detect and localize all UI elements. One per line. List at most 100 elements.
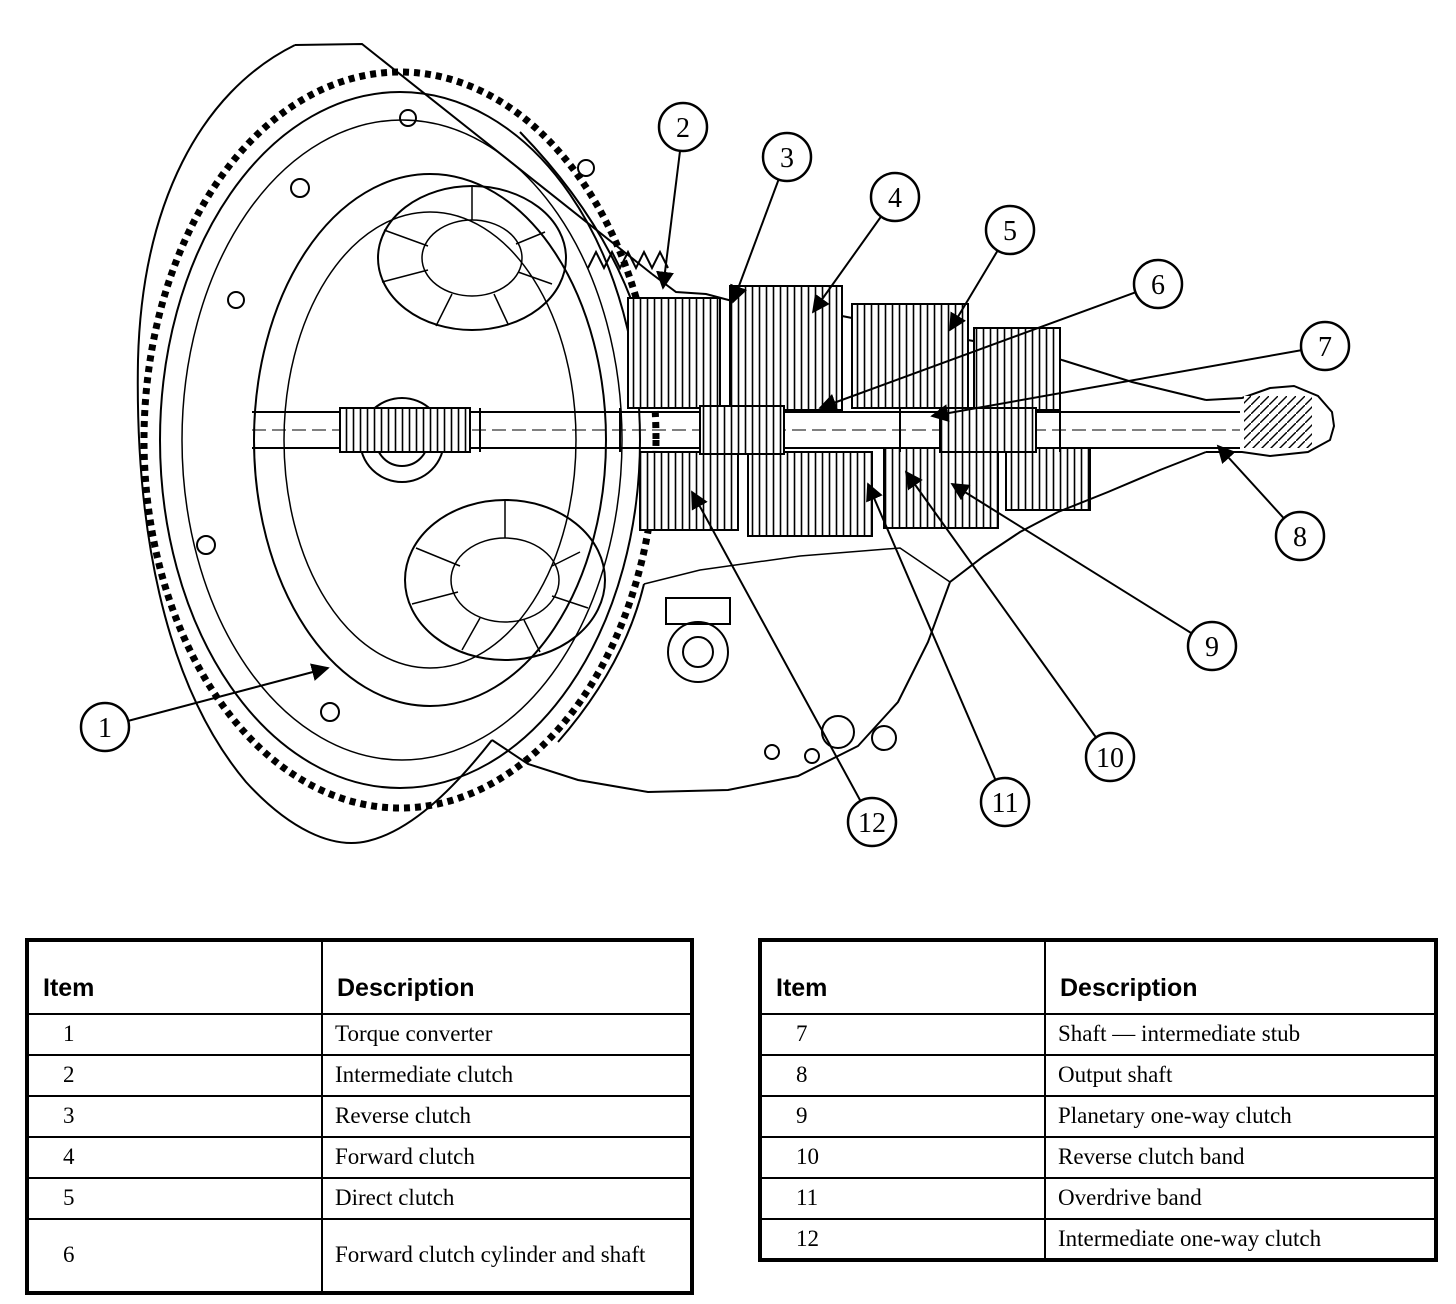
callout-circle <box>979 776 1031 828</box>
clutch-pack <box>729 285 843 411</box>
case-plug <box>871 725 897 751</box>
item-cell: 2 <box>26 1054 323 1097</box>
spline-section <box>339 407 471 453</box>
column-header-description: Description <box>321 939 693 1015</box>
callout-number: 5 <box>1003 216 1017 247</box>
description-cell: Intermediate one-way clutch <box>1044 1218 1437 1261</box>
callouts: 1 2 3 4 5 6 7 <box>79 101 1351 848</box>
header-row: Item Description <box>759 939 1437 1015</box>
table-row: 10 Reverse clutch band <box>759 1136 1437 1179</box>
callout-number: 12 <box>858 808 886 839</box>
item-cell: 7 <box>759 1013 1046 1056</box>
clutch-pack <box>627 297 721 409</box>
callout-number: 4 <box>888 183 902 214</box>
description-cell: Shaft — intermediate stub <box>1044 1013 1437 1056</box>
description-cell: Output shaft <box>1044 1054 1437 1097</box>
bolt-head <box>577 159 595 177</box>
callout-7: 7 <box>930 320 1351 423</box>
item-cell: 8 <box>759 1054 1046 1097</box>
callout-10: 10 <box>904 470 1136 783</box>
item-cell: 12 <box>759 1218 1046 1261</box>
table-row: 9 Planetary one-way clutch <box>759 1095 1437 1138</box>
servo-cover <box>667 621 729 683</box>
item-cell: 5 <box>26 1177 323 1220</box>
description-cell: Reverse clutch <box>321 1095 693 1138</box>
transmission-diagram: 1 2 3 4 5 6 7 <box>79 42 1351 848</box>
callout-9: 9 <box>950 483 1238 672</box>
bolt-head <box>290 178 310 198</box>
bolt-head <box>320 702 340 722</box>
table-row: 2 Intermediate clutch <box>26 1054 693 1097</box>
output-shaft <box>1057 359 1336 513</box>
callout-11: 11 <box>866 482 1031 828</box>
callout-5: 5 <box>949 204 1036 332</box>
case-plug <box>821 715 855 749</box>
parts-tables: Item Description 1 Torque converter 2 In… <box>0 938 1456 1295</box>
description-cell: Intermediate clutch <box>321 1054 693 1097</box>
callout-2: 2 <box>656 101 709 290</box>
callout-number: 7 <box>1318 332 1332 363</box>
ring-gear <box>140 68 660 812</box>
table-row: 4 Forward clutch <box>26 1136 693 1179</box>
table-row: 6 Forward clutch cylinder and shaft <box>26 1218 693 1294</box>
callout-circle <box>1132 258 1184 310</box>
table-row: 8 Output shaft <box>759 1054 1437 1097</box>
item-cell: 9 <box>759 1095 1046 1138</box>
callout-number: 10 <box>1096 743 1124 774</box>
clutch-pack <box>639 451 739 531</box>
table-row: 5 Direct clutch <box>26 1177 693 1220</box>
torque-converter <box>140 68 660 812</box>
figure: 1 2 3 4 5 6 7 <box>79 42 1351 848</box>
main-shaft <box>252 405 1240 455</box>
bolt-head <box>764 744 780 760</box>
item-cell: 11 <box>759 1177 1046 1220</box>
item-cell: 10 <box>759 1136 1046 1179</box>
output-spline <box>1244 396 1312 448</box>
spline-section <box>699 405 785 455</box>
callout-circle <box>1299 320 1351 372</box>
clutch-pack <box>883 447 999 529</box>
callout-6: 6 <box>818 258 1184 411</box>
table-row: 12 Intermediate one-way clutch <box>759 1218 1437 1261</box>
callout-number: 6 <box>1151 270 1165 301</box>
item-cell: 1 <box>26 1013 323 1056</box>
bolt-head <box>196 535 216 555</box>
callout-circle <box>79 701 131 753</box>
spline-section <box>939 407 1037 453</box>
item-cell: 3 <box>26 1095 323 1138</box>
parts-table-left: Item Description 1 Torque converter 2 In… <box>25 938 694 1295</box>
callout-circle <box>761 131 813 183</box>
callout-1: 1 <box>79 663 330 753</box>
callout-circle <box>846 796 898 848</box>
callout-circle <box>1274 510 1326 562</box>
callout-circle <box>984 204 1036 256</box>
callout-circle <box>1186 620 1238 672</box>
bolt-head <box>227 291 245 309</box>
callout-circle <box>657 101 709 153</box>
parts-table-right: Item Description 7 Shaft — intermediate … <box>758 938 1438 1262</box>
description-cell: Planetary one-way clutch <box>1044 1095 1437 1138</box>
table-row: 7 Shaft — intermediate stub <box>759 1013 1437 1056</box>
header-row: Item Description <box>26 939 693 1015</box>
item-cell: 6 <box>26 1218 323 1294</box>
item-cell: 4 <box>26 1136 323 1179</box>
clutch-pack <box>851 303 969 409</box>
callout-3: 3 <box>730 131 813 304</box>
callout-12: 12 <box>691 490 898 848</box>
description-cell: Overdrive band <box>1044 1177 1437 1220</box>
callout-8: 8 <box>1216 444 1326 562</box>
callout-number: 1 <box>98 713 112 744</box>
column-header-description: Description <box>1044 939 1437 1015</box>
table-row: 11 Overdrive band <box>759 1177 1437 1220</box>
column-header-item: Item <box>26 939 323 1015</box>
description-cell: Direct clutch <box>321 1177 693 1220</box>
description-cell: Forward clutch cylinder and shaft <box>321 1218 693 1294</box>
callout-number: 8 <box>1293 522 1307 553</box>
callout-number: 2 <box>676 113 690 144</box>
callout-number: 11 <box>992 788 1019 819</box>
clutch-pack <box>973 327 1061 411</box>
clutch-spring <box>587 249 669 271</box>
table-row: 3 Reverse clutch <box>26 1095 693 1138</box>
description-cell: Torque converter <box>321 1013 693 1056</box>
description-cell: Reverse clutch band <box>1044 1136 1437 1179</box>
